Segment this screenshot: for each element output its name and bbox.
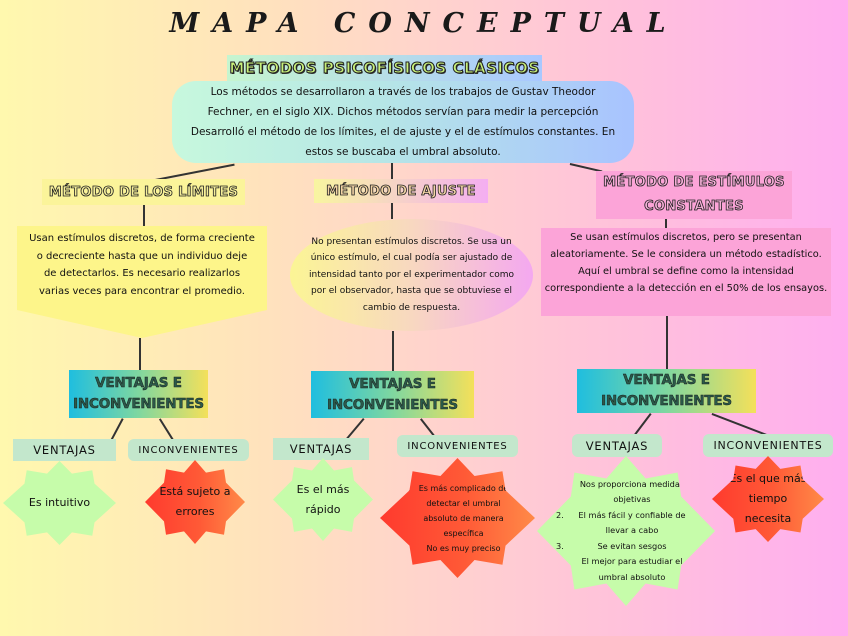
limits-ventajas-label: VENTAJAS <box>13 439 116 461</box>
page-title: MAPA CONCEPTUAL <box>169 8 679 39</box>
connector-ve2-to-ventajas <box>346 418 365 440</box>
limits-inconvenientes-star: Está sujeto a errores <box>145 460 245 544</box>
constants-pros-cons-label: VENTAJAS E INCONVENIENTES <box>601 372 733 410</box>
main-topic-header: MÉTODOS PSICOFÍSICOS CLÁSICOS <box>227 55 542 81</box>
method-ajuste-description-text: No presentan estímulos discretos. Se usa… <box>308 236 514 313</box>
constants-inconvenientes-label: INCONVENIENTES <box>703 434 833 457</box>
limits-pros-cons-box: VENTAJAS E INCONVENIENTES <box>69 370 208 418</box>
connector-limits-desc-to-ve <box>139 338 141 370</box>
list-text: Es más complicado de detectar el umbral … <box>418 483 509 538</box>
method-ajuste-description: No presentan estímulos discretos. Se usa… <box>290 219 533 331</box>
connector-ajuste-title-to-desc <box>391 203 393 219</box>
ajuste-ventajas-star: Es el más rápido <box>273 458 373 541</box>
limits-inconvenientes-label: INCONVENIENTES <box>128 439 249 461</box>
list-number: 4. <box>556 556 564 567</box>
list-number: 2. <box>556 509 564 520</box>
method-constants-description-text: Se usan estímulos discretos, pero se pre… <box>544 232 828 294</box>
ajuste-ventajas-text: Es el más rápido <box>296 482 350 516</box>
list-item: 2. No es muy preciso <box>403 541 513 556</box>
list-text: Se evitan sesgos <box>597 540 667 551</box>
list-text: No es muy preciso <box>426 543 501 553</box>
constants-pros-cons-box: VENTAJAS E INCONVENIENTES <box>577 369 756 413</box>
main-description-text: Los métodos se desarrollaron a través de… <box>190 86 616 158</box>
ajuste-ventajas-label: VENTAJAS <box>273 438 369 460</box>
connector-const-desc-to-ve <box>666 316 668 369</box>
list-text: Nos proporciona medidas objetivas <box>579 478 685 505</box>
main-topic-label: MÉTODOS PSICOFÍSICOS CLÁSICOS <box>229 59 540 78</box>
method-ajuste-label: MÉTODO DE AJUSTE <box>326 183 476 199</box>
list-text: El más fácil y confiable de llevar a cab… <box>578 509 686 536</box>
list-text: El mejor para estudiar el umbral absolut… <box>581 556 683 582</box>
list-number: 1. <box>402 483 411 493</box>
constants-inconvenientes-text: Es el que más tiempo necesita <box>729 472 807 525</box>
list-item: 1. Nos proporciona medidas objetivas <box>556 477 696 508</box>
connector-ajuste-desc-to-ve <box>392 331 394 371</box>
constants-ventajas-list: 1. Nos proporciona medidas objetivas 2. El… <box>556 477 696 586</box>
method-limits-title: MÉTODO DE LOS LÍMITES <box>42 179 245 205</box>
connector-ve1-to-ventajas <box>110 418 124 442</box>
list-item: 2. El más fácil y confiable de llevar a c… <box>556 508 696 539</box>
method-limits-description: Usan estímulos discretos, de forma creci… <box>17 226 267 338</box>
ajuste-inconvenientes-list: 1. Es más complicado de detectar el umbra… <box>403 481 513 556</box>
constants-ventajas-label: VENTAJAS <box>572 434 662 457</box>
limits-inconvenientes-text: Está sujeto a errores <box>159 485 231 518</box>
limits-pros-cons-label: VENTAJAS E INCONVENIENTES <box>73 375 205 413</box>
constants-inconvenientes-star: Es el que más tiempo necesita <box>712 456 824 542</box>
list-number: 3. <box>556 540 564 551</box>
method-ajuste-title: MÉTODO DE AJUSTE <box>314 179 488 203</box>
main-topic-description: Los métodos se desarrollaron a través de… <box>172 81 634 163</box>
ajuste-pros-cons-box: VENTAJAS E INCONVENIENTES <box>311 371 474 418</box>
method-constants-title: MÉTODO DE ESTÍMULOS CONSTANTES <box>596 171 792 219</box>
method-limits-description-text: Usan estímulos discretos, de forma creci… <box>29 233 255 297</box>
ajuste-pros-cons-label: VENTAJAS E INCONVENIENTES <box>327 375 459 413</box>
connector-const-title-to-desc <box>665 219 667 228</box>
method-constants-description: Se usan estímulos discretos, pero se pre… <box>541 228 831 316</box>
limits-ventajas-star: Es intuitivo <box>3 461 116 545</box>
method-constants-label: MÉTODO DE ESTÍMULOS CONSTANTES <box>603 175 785 215</box>
method-limits-label: MÉTODO DE LOS LÍMITES <box>48 184 239 200</box>
list-item: 4. El mejor para estudiar el umbral absol… <box>556 554 696 585</box>
ajuste-inconvenientes-star: 1. Es más complicado de detectar el umbra… <box>380 458 535 578</box>
list-item: 3. Se evitan sesgos <box>556 539 696 555</box>
list-number: 1. <box>556 478 564 489</box>
list-item: 1. Es más complicado de detectar el umbra… <box>403 481 513 541</box>
connector-ve1-to-inconvenientes <box>159 418 174 441</box>
limits-ventajas-text: Es intuitivo <box>28 496 91 509</box>
ajuste-inconvenientes-label: INCONVENIENTES <box>397 435 518 457</box>
connector-main-to-ajuste <box>391 163 393 179</box>
constants-ventajas-star: 1. Nos proporciona medidas objetivas 2. El… <box>537 456 715 606</box>
list-number: 2. <box>402 543 411 553</box>
connector-limits-title-to-desc <box>143 205 145 226</box>
